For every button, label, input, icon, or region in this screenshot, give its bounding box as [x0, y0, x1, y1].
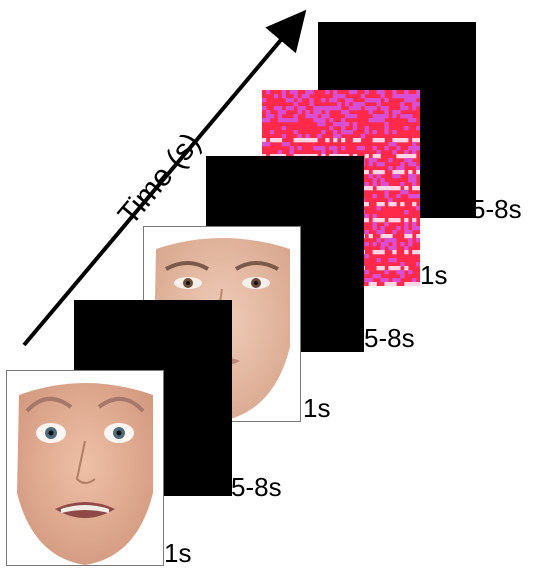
duration-label-2: 5-8s: [231, 472, 282, 502]
duration-label-6: 5-8s: [471, 194, 522, 224]
fearful-face-image: [17, 383, 153, 565]
duration-label-1: 1s: [164, 538, 192, 568]
duration-label-5: 1s: [420, 260, 448, 290]
duration-label-4: 5-8s: [364, 323, 415, 353]
fearful-face-stimulus: [6, 370, 164, 566]
duration-label-3: 1s: [303, 393, 331, 423]
